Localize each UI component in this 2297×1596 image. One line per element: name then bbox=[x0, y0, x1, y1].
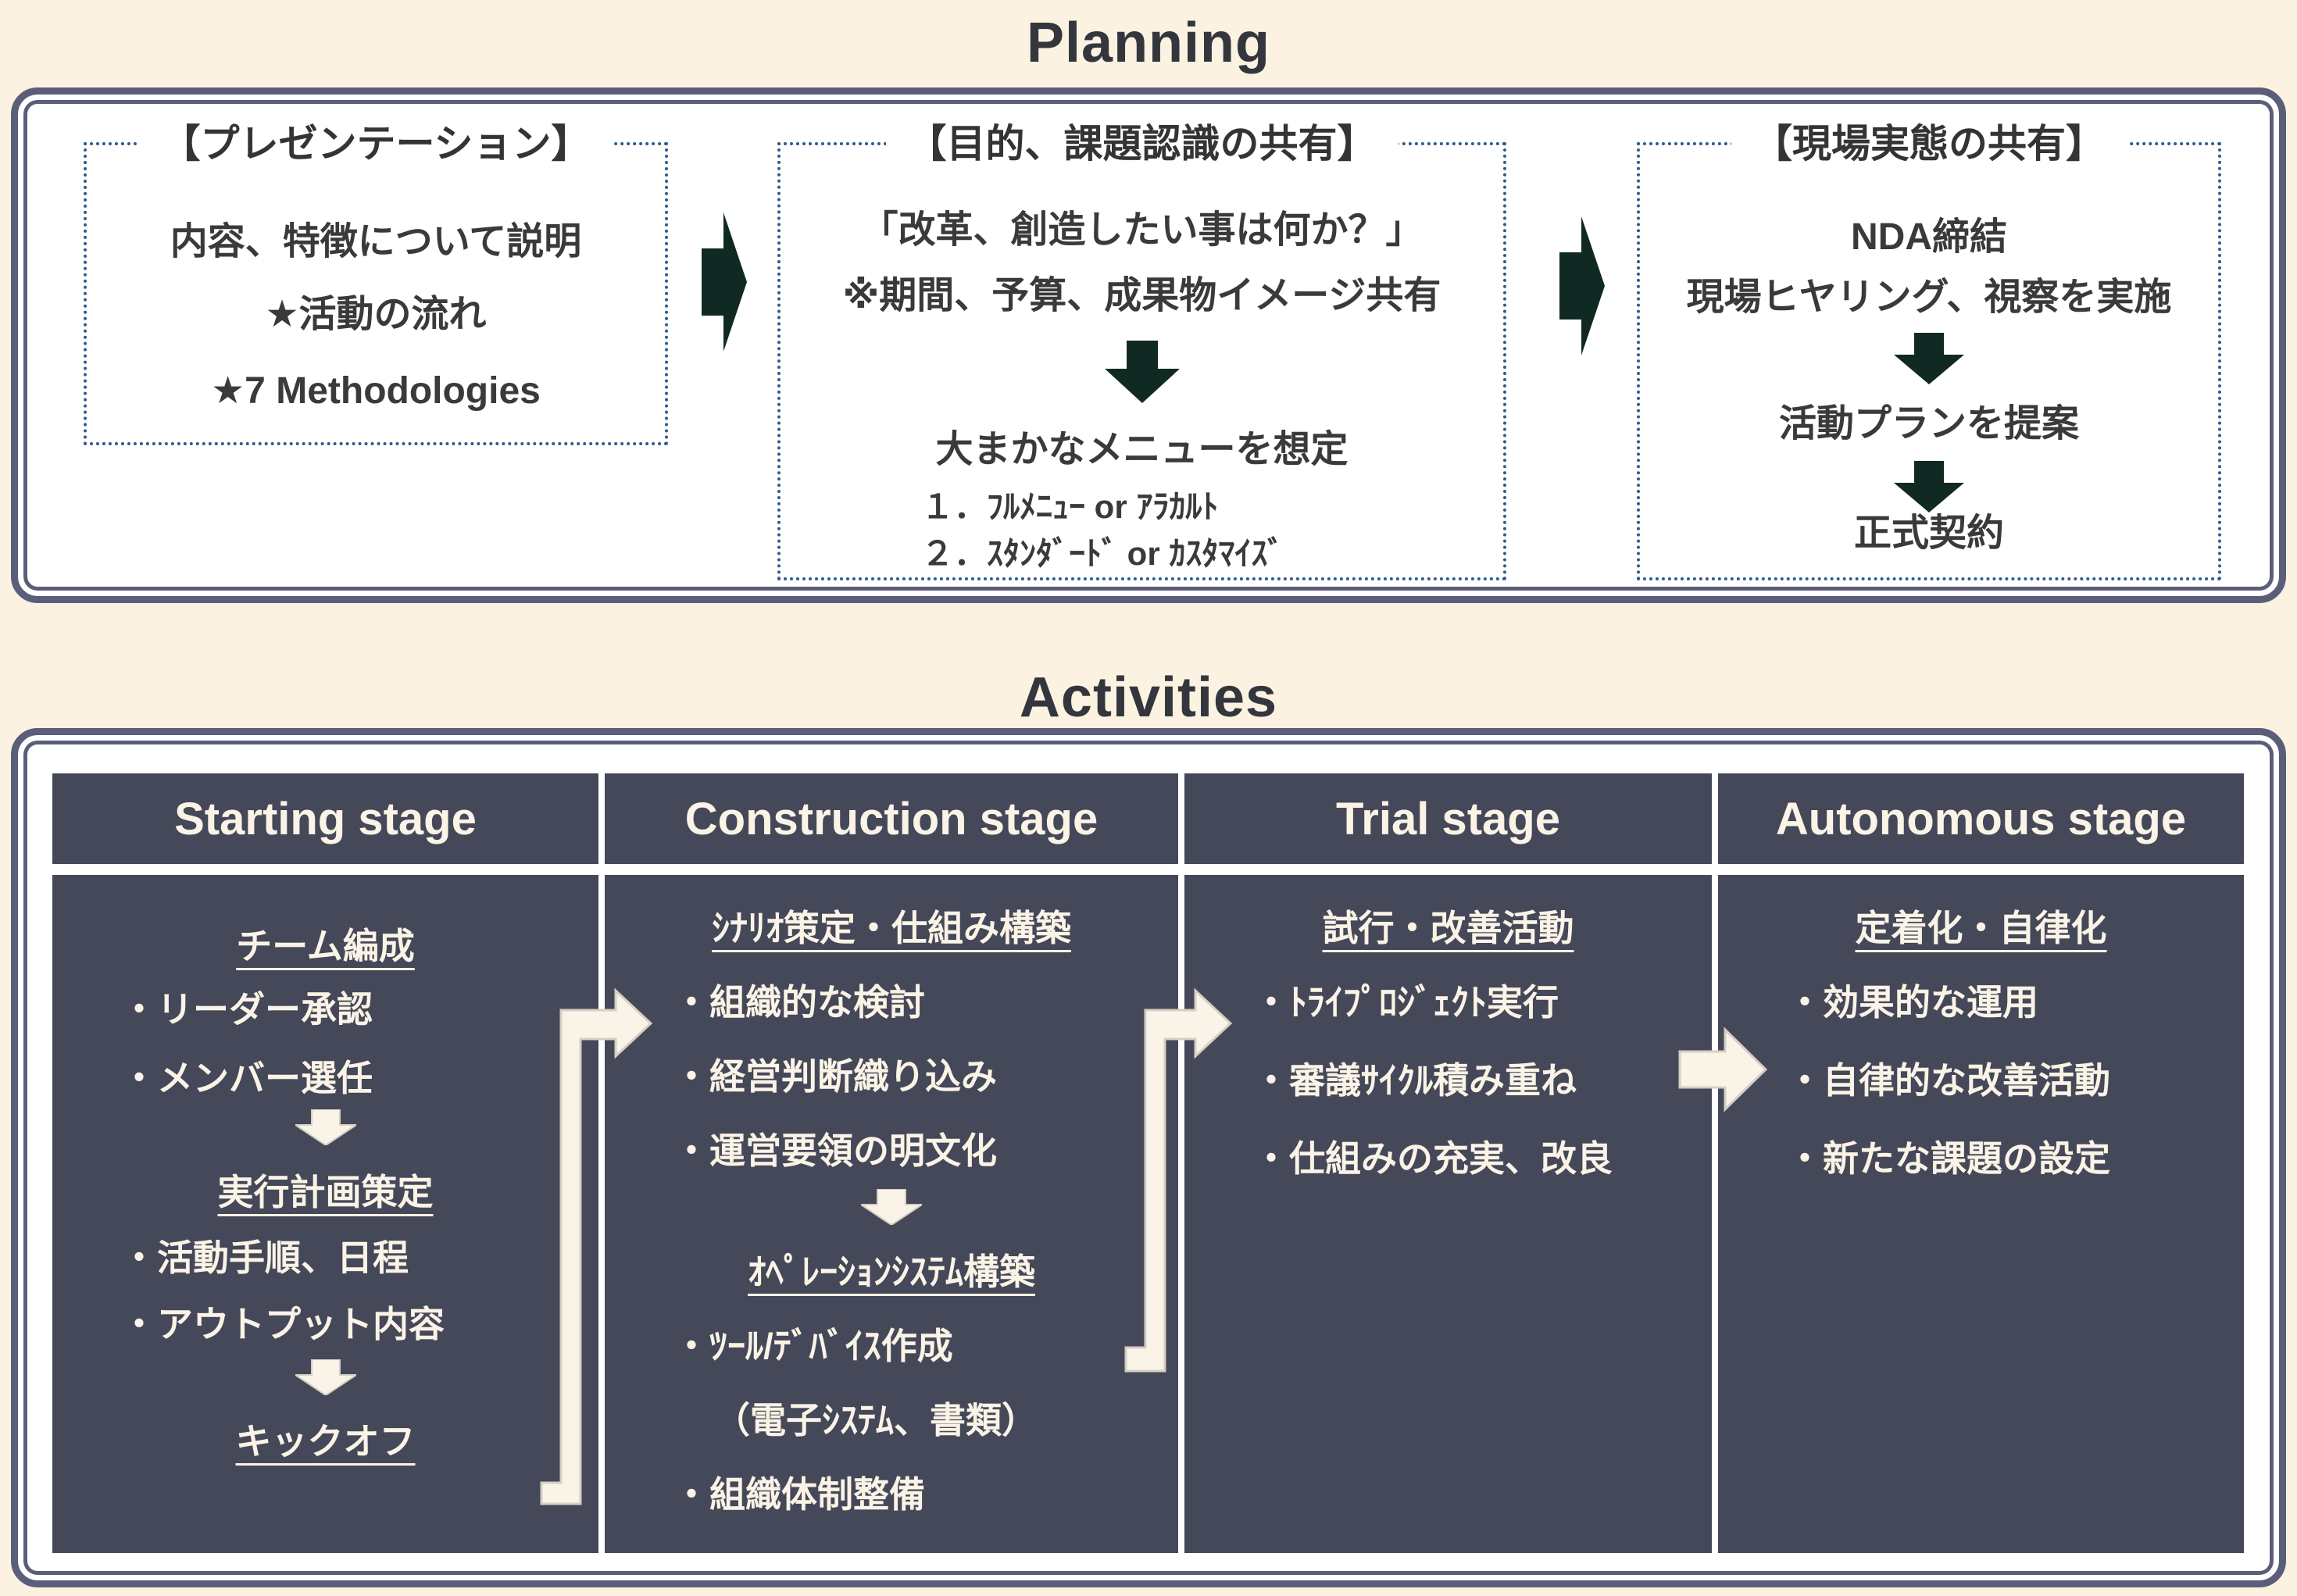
planning-line: ★7 Methodologies bbox=[211, 370, 541, 412]
right-arrow-icon bbox=[702, 212, 747, 352]
activity-heading: チーム編成 bbox=[236, 926, 415, 966]
activities-title: Activities bbox=[1019, 666, 1278, 729]
activity-item: ・組織体制整備 bbox=[673, 1474, 925, 1515]
activity-heading: 定着化・自律化 bbox=[1855, 908, 2107, 948]
activity-item: ・自律的な改善活動 bbox=[1787, 1060, 2110, 1101]
stage-header-autonomous: Autonomous stage bbox=[1718, 773, 2244, 864]
activity-heading: ｵﾍﾟﾚｰｼｮﾝｼｽﾃﾑ構築 bbox=[748, 1251, 1035, 1292]
planning-line: 内容、特徴について説明 bbox=[170, 221, 582, 262]
down-arrow-icon bbox=[295, 1109, 356, 1145]
activity-item: ・効果的な運用 bbox=[1787, 982, 2038, 1023]
planning-title: Planning bbox=[1027, 12, 1270, 74]
stage-header-label: Starting stage bbox=[174, 793, 477, 844]
activity-item: ・運営要領の明文化 bbox=[673, 1130, 997, 1171]
down-arrow-icon bbox=[1894, 461, 1964, 512]
planning-line: 現場ヒヤリング、視察を実施 bbox=[1686, 277, 2172, 318]
planning-box-presentation-heading: 【プレゼンテーション】 bbox=[139, 112, 613, 170]
activity-item: ・新たな課題の設定 bbox=[1787, 1138, 2110, 1179]
activity-item: ・メンバー選任 bbox=[121, 1058, 373, 1098]
activity-heading: キックオフ bbox=[235, 1421, 416, 1462]
activity-heading: ｼﾅﾘｵ策定・仕組み構築 bbox=[712, 908, 1071, 948]
stage-header-label: Autonomous stage bbox=[1775, 793, 2187, 844]
planning-box-purpose: 【目的、課題認識の共有】 「改革、創造したい事は何か？」 ※期間、予算、成果物イ… bbox=[777, 112, 1506, 580]
planning-box-purpose-heading: 【目的、課題認識の共有】 bbox=[885, 112, 1399, 170]
planning-box-field: 【現場実態の共有】 NDA締結 現場ヒヤリング、視察を実施 活動プランを提案 正… bbox=[1637, 112, 2221, 580]
activity-item: ・リーダー承認 bbox=[121, 989, 373, 1030]
activity-item: ・ﾄﾗｲﾌﾟﾛｼﾞｪｸﾄ実行 bbox=[1253, 982, 1559, 1023]
planning-box-field-heading: 【現場実態の共有】 bbox=[1731, 112, 2127, 170]
planning-box-presentation: 【プレゼンテーション】 内容、特徴について説明 ★活動の流れ ★7 Method… bbox=[84, 112, 668, 445]
stage-body-starting: チーム編成 ・リーダー承認 ・メンバー選任 実行計画策定 ・活動手順、日程 ・ア… bbox=[52, 875, 598, 1553]
stage-header-construction: Construction stage bbox=[605, 773, 1178, 864]
activity-item: （電子ｼｽﾃﾑ、書類） bbox=[714, 1400, 1038, 1441]
down-arrow-icon bbox=[1104, 341, 1180, 403]
down-arrow-icon bbox=[1894, 333, 1964, 384]
down-arrow-icon bbox=[861, 1189, 922, 1225]
planning-line: 正式契約 bbox=[1853, 512, 2004, 554]
right-arrow-icon bbox=[1559, 216, 1605, 355]
activity-item: ・ﾂｰﾙ/ﾃﾞﾊﾞｲｽ作成 bbox=[673, 1326, 953, 1366]
planning-line: ２．ｽﾀﾝﾀﾞｰﾄﾞ or ｶｽﾀﾏｲｽﾞ bbox=[921, 535, 1284, 572]
activity-item: ・仕組みの充実、改良 bbox=[1253, 1138, 1613, 1179]
stage-body-construction: ｼﾅﾘｵ策定・仕組み構築 ・組織的な検討 ・経営判断織り込み ・運営要領の明文化… bbox=[605, 875, 1178, 1553]
stage-header-label: Construction stage bbox=[684, 793, 1098, 844]
stage-header-trial: Trial stage bbox=[1184, 773, 1712, 864]
planning-line: ※期間、予算、成果物イメージ共有 bbox=[842, 275, 1441, 316]
planning-line: １．ﾌﾙﾒﾆｭｰ or ｱﾗｶﾙﾄ bbox=[921, 488, 1219, 525]
activity-item: ・経営判断織り込み bbox=[673, 1056, 997, 1097]
activity-item: ・アウトプット内容 bbox=[121, 1304, 445, 1344]
planning-line: 「改革、創造したい事は何か？」 bbox=[860, 209, 1424, 251]
stage-body-trial: 試行・改善活動 ・ﾄﾗｲﾌﾟﾛｼﾞｪｸﾄ実行 ・審議ｻｲｸﾙ積み重ね ・仕組みの… bbox=[1184, 875, 1712, 1553]
stage-header-starting: Starting stage bbox=[52, 773, 598, 864]
activity-item: ・活動手順、日程 bbox=[121, 1237, 409, 1278]
down-arrow-icon bbox=[295, 1359, 356, 1395]
planning-line: NDA締結 bbox=[1851, 216, 2007, 258]
activity-item: ・組織的な検討 bbox=[673, 982, 925, 1023]
planning-line: 活動プランを提案 bbox=[1778, 403, 2079, 445]
activity-heading: 試行・改善活動 bbox=[1322, 908, 1574, 948]
stage-body-autonomous: 定着化・自律化 ・効果的な運用 ・自律的な改善活動 ・新たな課題の設定 bbox=[1718, 875, 2244, 1553]
planning-line: ★活動の流れ bbox=[265, 294, 487, 335]
planning-line: 大まかなメニューを想定 bbox=[935, 429, 1349, 470]
stage-header-label: Trial stage bbox=[1336, 793, 1560, 844]
activity-heading: 実行計画策定 bbox=[217, 1172, 434, 1212]
activity-item: ・審議ｻｲｸﾙ積み重ね bbox=[1253, 1060, 1577, 1101]
